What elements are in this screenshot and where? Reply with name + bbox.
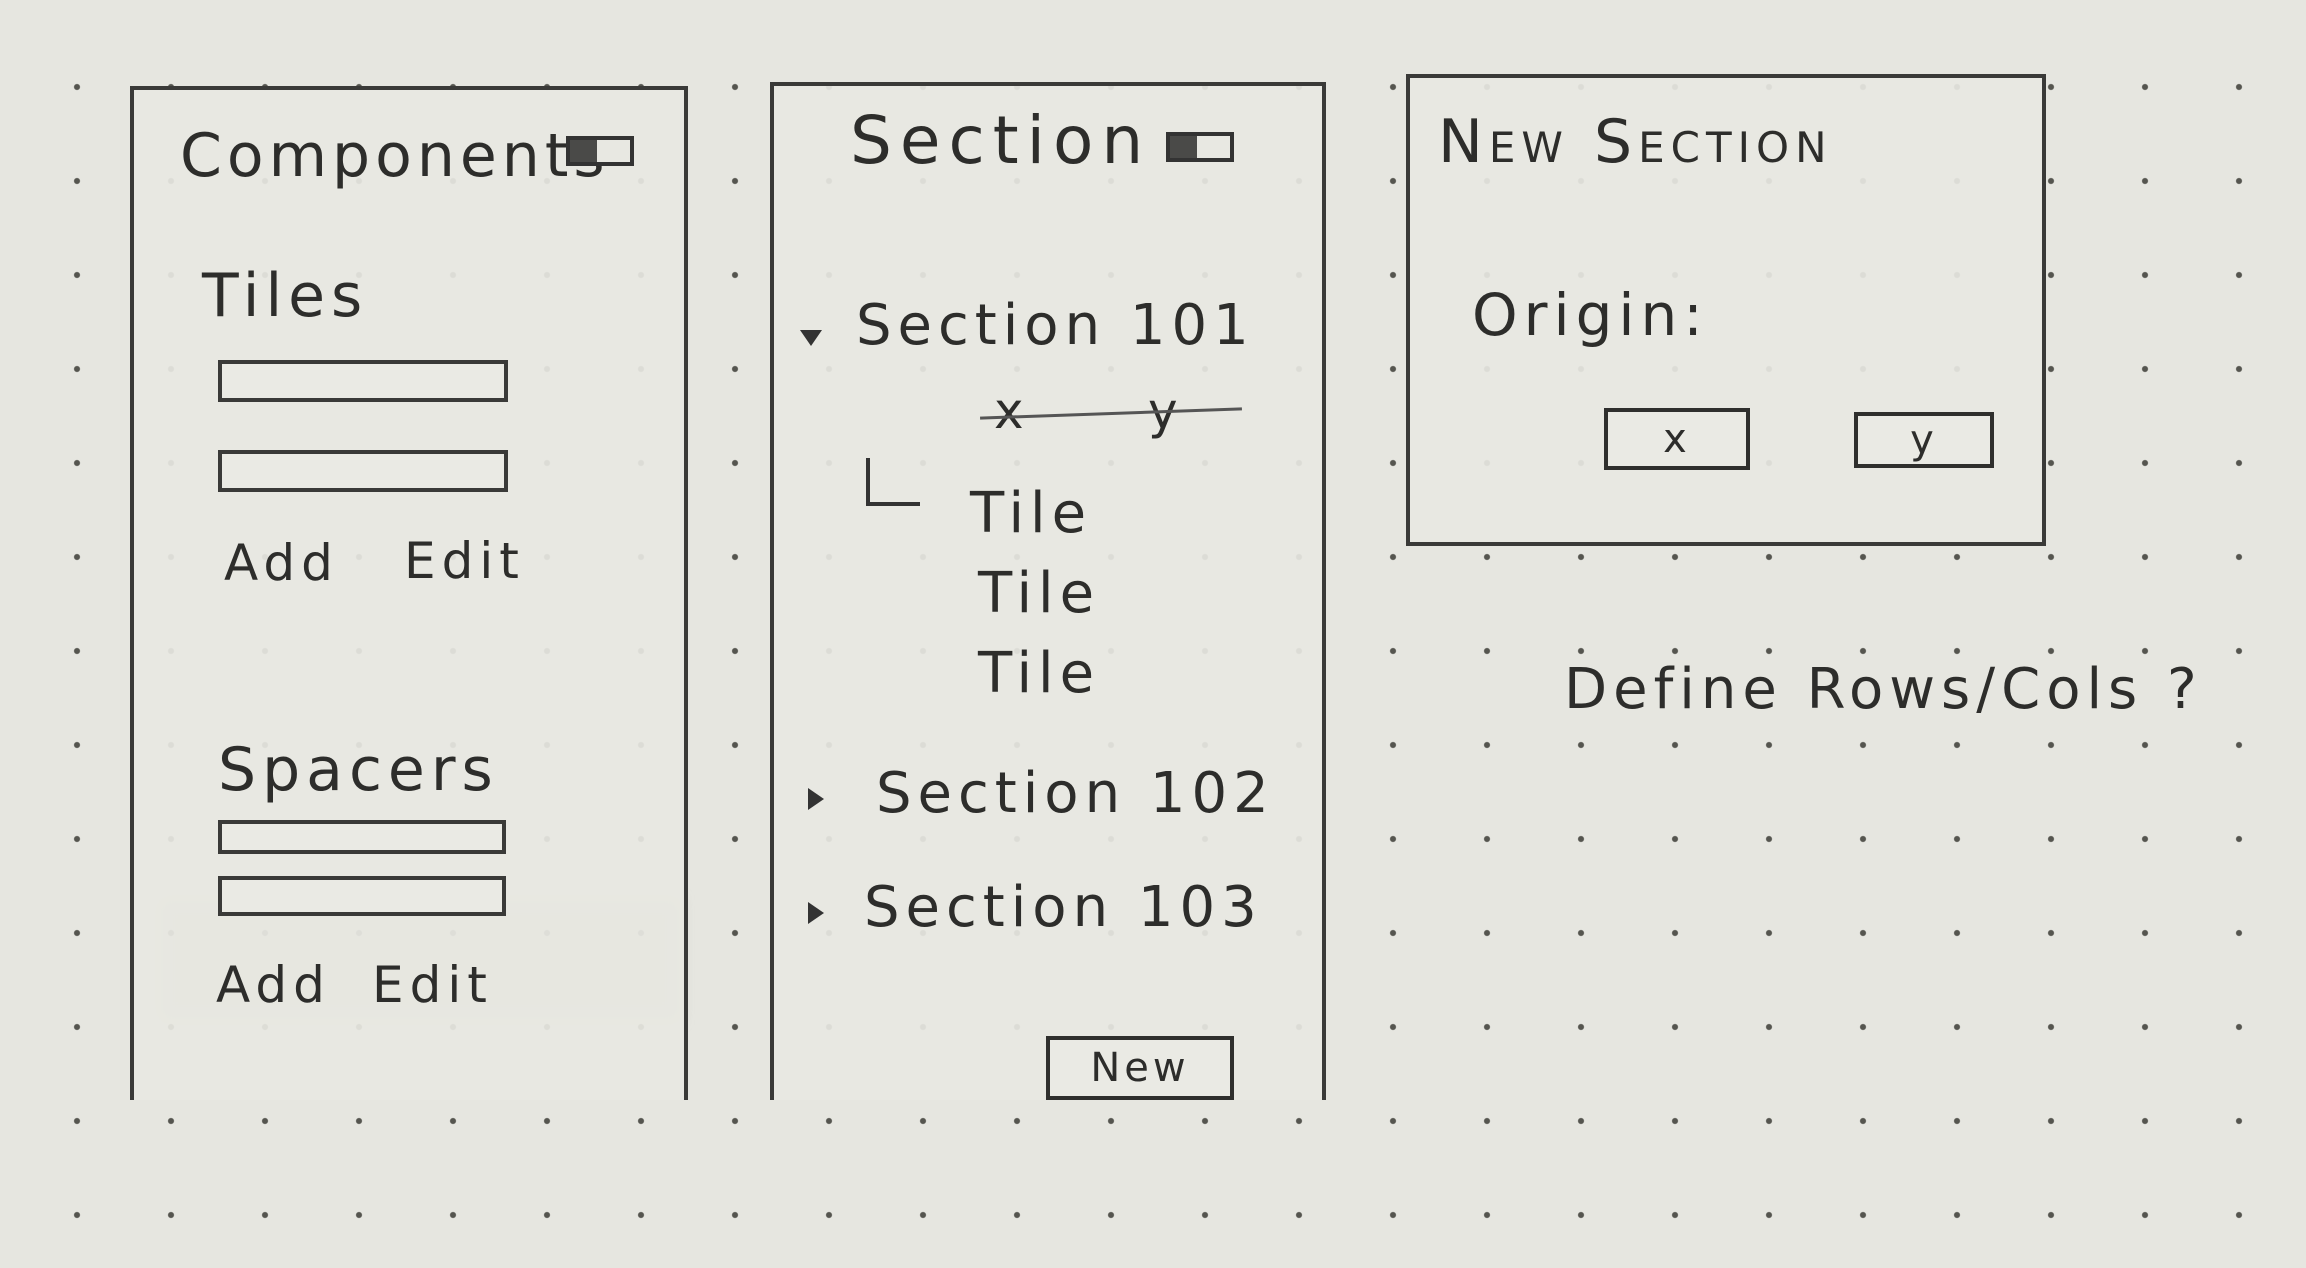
section-panel: Section Section 101 x y Tile Tile Tile S… bbox=[770, 82, 1326, 1100]
components-panel: Components Tiles Add Edit Spacers Add Ed… bbox=[130, 86, 688, 1100]
triangle-right-icon bbox=[808, 788, 824, 810]
tile-slot-1[interactable] bbox=[218, 360, 508, 402]
section-title: Section bbox=[850, 102, 1152, 179]
spacers-add-button[interactable]: Add bbox=[216, 956, 331, 1014]
section-toggle-icon[interactable] bbox=[1166, 132, 1234, 162]
tile-item-3[interactable]: Tile bbox=[978, 641, 1101, 706]
tile-item-2[interactable]: Tile bbox=[978, 561, 1101, 626]
components-title: Components bbox=[180, 121, 610, 191]
new-section-title: New Section bbox=[1438, 107, 1833, 177]
section-item-101-label: Section 101 bbox=[856, 293, 1255, 358]
define-rows-cols-note: Define Rows/Cols ? bbox=[1564, 657, 2203, 722]
spacer-slot-2[interactable] bbox=[218, 876, 506, 916]
section-item-103-label: Section 103 bbox=[864, 875, 1263, 940]
tiles-edit-button[interactable]: Edit bbox=[404, 532, 525, 590]
spacers-edit-button[interactable]: Edit bbox=[372, 956, 493, 1014]
spacer-slot-1[interactable] bbox=[218, 820, 506, 854]
tile-slot-2[interactable] bbox=[218, 450, 508, 492]
origin-x-field[interactable]: x bbox=[1604, 408, 1750, 470]
tree-elbow-icon bbox=[866, 458, 920, 506]
new-section-button[interactable]: New bbox=[1046, 1036, 1234, 1100]
tiles-add-button[interactable]: Add bbox=[224, 534, 339, 592]
origin-y-field[interactable]: y bbox=[1854, 412, 1994, 468]
tiles-heading: Tiles bbox=[202, 261, 369, 331]
triangle-down-icon bbox=[800, 330, 822, 346]
new-section-dialog: New Section Origin: x y bbox=[1406, 74, 2046, 546]
tile-item-1[interactable]: Tile bbox=[970, 481, 1093, 546]
spacers-heading: Spacers bbox=[218, 735, 499, 805]
origin-label: Origin: bbox=[1472, 281, 1709, 349]
axis-x-label: x bbox=[994, 382, 1030, 440]
triangle-right-icon bbox=[808, 902, 824, 924]
components-toggle-icon[interactable] bbox=[566, 136, 634, 166]
section-item-102-label: Section 102 bbox=[876, 761, 1275, 826]
